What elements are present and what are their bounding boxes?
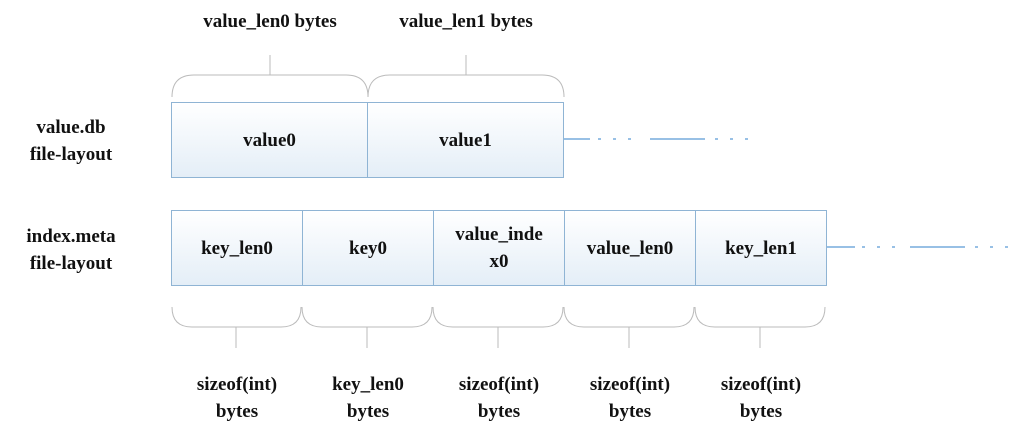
index-size-line1: sizeof(int) [458,374,540,395]
value1-size-label: value_len1 bytes [399,11,533,32]
index-meta-label-line2: file-layout [29,253,113,274]
index-size-line2: bytes [608,401,652,422]
index-size-label: sizeof(int) bytes [564,371,696,425]
value-db-label-line2: file-layout [29,144,113,165]
index-size-line1: sizeof(int) [589,374,671,395]
index-meta-row-label: index.meta file-layout [2,223,140,277]
index-cell-line1: value_len0 [586,237,674,259]
index-cell: value_len0 [564,210,696,286]
value-db-row-label: value.db file-layout [5,114,137,168]
value-cell: value1 [367,102,564,178]
value-db-label-line1: value.db [36,117,106,138]
index-size-line2: bytes [215,401,259,422]
index-cell-line1: key_len0 [201,237,273,259]
index-size-label: sizeof(int) bytes [171,371,303,425]
index-cell-line2: x0 [489,251,509,272]
index-cell: key_len1 [695,210,827,286]
index-cell-line1: key0 [349,237,387,259]
index-size-line1: key_len0 [332,374,404,395]
value0-size-label: value_len0 bytes [203,11,337,32]
index-cell: key0 [302,210,434,286]
index-cell-line1: value_inde [455,224,543,245]
size-brace [171,74,369,98]
index-size-line1: sizeof(int) [196,374,278,395]
size-brace [432,306,564,328]
index-size-line1: sizeof(int) [720,374,802,395]
index-size-line2: bytes [739,401,783,422]
index-size-line2: bytes [477,401,521,422]
index-size-label: sizeof(int) bytes [433,371,565,425]
size-brace [563,306,695,328]
size-brace [694,306,826,328]
size-brace [301,306,433,328]
size-brace [367,74,565,98]
size-brace [171,306,302,328]
index-meta-label-line1: index.meta [26,226,116,247]
index-cell: key_len0 [171,210,303,286]
index-size-label: sizeof(int) bytes [695,371,827,425]
value-cell: value0 [171,102,368,178]
index-size-line2: bytes [346,401,390,422]
index-cell-line1: key_len1 [725,237,797,259]
index-cell: value_inde x0 [433,210,565,286]
